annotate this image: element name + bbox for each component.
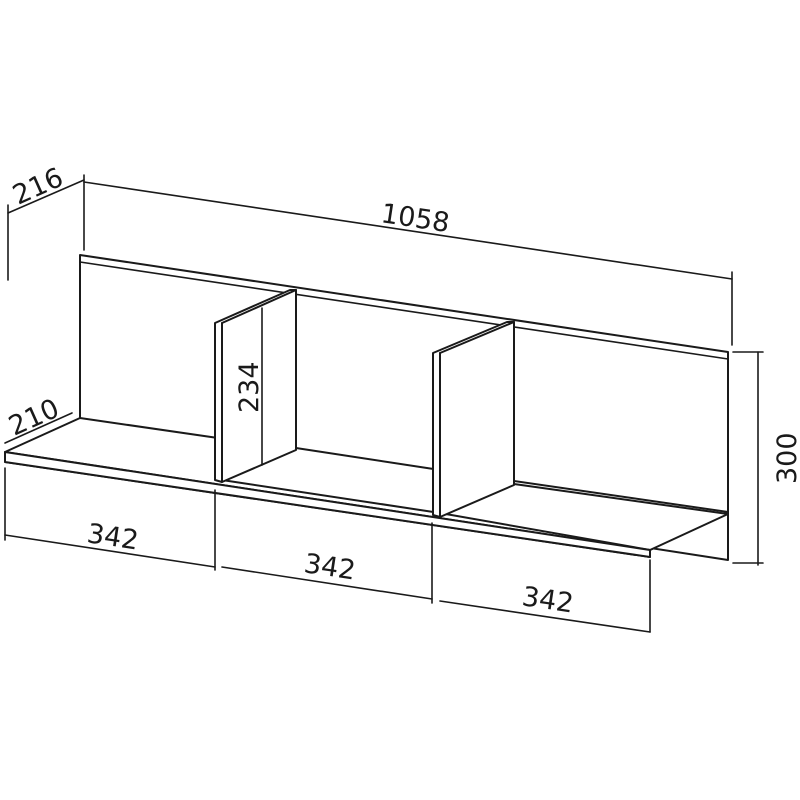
label-inner-height: 234 [234, 361, 265, 413]
left-divider [214, 289, 297, 483]
label-depth-top: 216 [8, 162, 68, 211]
label-total-height: 300 [772, 432, 800, 484]
label-section-3: 342 [520, 581, 576, 619]
label-total-width: 1058 [379, 198, 452, 239]
dim-depth-shelf-line [4, 412, 73, 444]
back-panel-top-edge [79, 261, 729, 360]
label-section-1: 342 [85, 518, 141, 556]
right-divider [432, 321, 515, 518]
dim-depth-top-line [7, 179, 85, 214]
right-divider-top-edge [439, 321, 515, 354]
dim-total-width-line [83, 181, 733, 280]
left-divider-top-edge [221, 289, 297, 324]
dim-section-2-line [221, 566, 433, 600]
dim-section-3-line [439, 600, 651, 633]
shelf-front-face [4, 451, 651, 558]
label-section-2: 342 [302, 548, 358, 586]
dim-section-1-line [4, 534, 216, 568]
